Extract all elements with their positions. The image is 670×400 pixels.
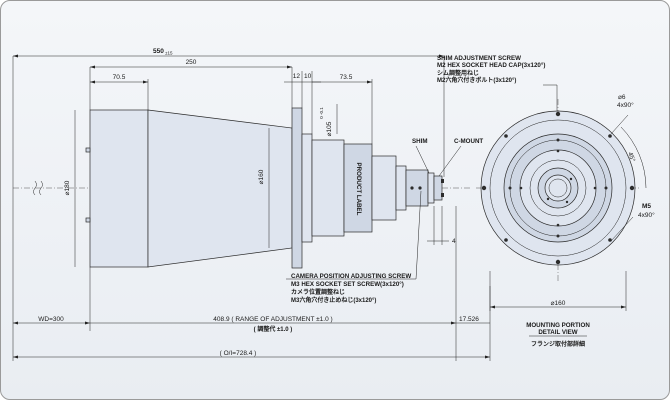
hole-dia-label: ⌀6 [618, 94, 626, 101]
m5-hole [504, 238, 508, 242]
dia-flange-label: ⌀160 [551, 300, 566, 307]
rear-section-2 [311, 139, 345, 237]
cam-screw-label-en2: M3 HEX SOCKET SET SCREW(3x120°) [291, 281, 404, 288]
angle-label: 45° [626, 151, 637, 163]
m5-hole [608, 238, 612, 242]
m5-hole [504, 134, 508, 138]
break-mark [39, 180, 43, 196]
detail-view: 45° ⌀6 4x90° M5 4x90° ⌀160 MOUNTING PORT… [476, 94, 655, 348]
dim-taper: 250 [186, 59, 197, 66]
shim-ring [427, 172, 435, 204]
flange-hole [555, 111, 561, 117]
label-section [343, 143, 373, 233]
front-screw [85, 217, 91, 223]
dim-oi: ( O/I=728.4 ) [220, 350, 257, 357]
dim-flange-b: 10 [304, 73, 312, 80]
flange-hole [481, 185, 487, 191]
detail-title-jp: フランジ取付部詳細 [531, 340, 585, 348]
cam-screw-hole [418, 186, 422, 190]
cmount-leader [438, 145, 462, 177]
shim-screw-label-en2: M2 HEX SOCKET HEAD CAP(3x120°) [437, 62, 545, 69]
cmount-label: C-MOUNT [454, 138, 483, 145]
front-screw [85, 147, 91, 153]
flange-hole [629, 185, 635, 191]
shim-screw-label-jp2: M2六角穴付きボルト(3x120°) [437, 76, 516, 84]
shim-screw-mark [441, 179, 444, 183]
dim-wd: WD=300 [38, 316, 64, 323]
cam-screw-label-jp2: M3六角穴付き止めねじ(3x120°) [291, 296, 376, 304]
rear-section-1 [301, 133, 313, 243]
shim-screw-label-jp1: シム調整用ねじ [437, 69, 479, 77]
mounting-flange [291, 107, 303, 269]
dim-range-en: 408.9 ( RANGE OF ADJUSTMENT ±1.0 ) [213, 316, 332, 323]
shim-screw-label-en1: SHIM ADJUSTMENT SCREW [437, 55, 521, 62]
dim-front: 70.5 [113, 74, 126, 81]
m5-count-label: 4x90° [638, 211, 655, 219]
callouts: SHIM ADJUSTMENT SCREW M2 HEX SOCKET HEAD… [286, 55, 558, 304]
dia-mid-label: ⌀160 [258, 169, 265, 184]
shim-screw-mark [441, 193, 444, 197]
cam-screw-hole [410, 186, 414, 190]
cam-screw-label-jp1: カメラ位置調整ねじ [291, 288, 345, 296]
dia-rear-tolerance: 0 -0.1 [319, 107, 324, 119]
dim-rear: 73.5 [340, 74, 353, 81]
detail-title-2: DETAIL VIEW [538, 329, 577, 336]
m5-label: M5 [642, 203, 651, 210]
c-mount-thread [433, 175, 443, 201]
flange-hole [555, 259, 561, 265]
neck-1 [395, 165, 407, 211]
dim-overall: 550 [153, 48, 164, 55]
dim-flange-back: 17.526 [459, 316, 479, 323]
bottom-dimensions: WD=300 408.9 ( RANGE OF ADJUSTMENT ±1.0 … [12, 191, 491, 361]
front-barrel [89, 109, 149, 268]
side-view [13, 107, 471, 269]
adapter-section [371, 155, 397, 221]
dim-flange-a: 12 [293, 73, 301, 80]
hole-count-label: 4x90° [617, 101, 634, 109]
angle-arc [620, 126, 647, 189]
dim-4: 4 [452, 238, 456, 245]
dia-rear-label: ⌀105 [326, 121, 333, 136]
detail-title-1: MOUNTING PORTION [526, 322, 590, 329]
m5-hole [608, 134, 612, 138]
cam-screw-label-en1: CAMERA POSITION ADJUSTING SCREW [291, 273, 411, 280]
dia-front-label: ⌀180 [64, 180, 71, 195]
product-label-text: PRODUCT LABEL [355, 163, 362, 216]
neck-2 [405, 169, 429, 207]
shim-leader [415, 145, 430, 174]
break-mark [33, 180, 37, 196]
shim-label: SHIM [412, 138, 427, 145]
dim-range-jp: ( 調整代 ±1.0 ) [254, 325, 293, 333]
tapered-barrel [147, 109, 293, 268]
top-dimensions: 550 ±15 250 70.5 12 10 73.5 [12, 48, 445, 191]
dim-overall-tol: ±15 [165, 51, 173, 56]
cam-screw-leader [286, 190, 422, 280]
